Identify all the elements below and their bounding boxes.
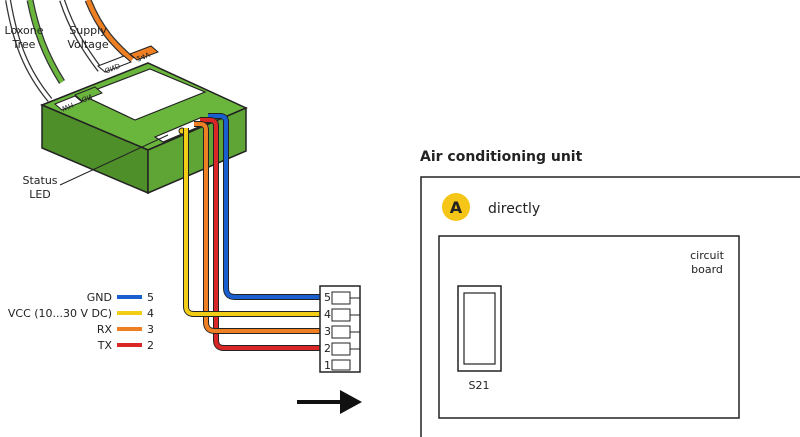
legend-rx-pin: 3 — [147, 323, 154, 336]
terminal-24v: 24V — [129, 45, 159, 63]
supply-voltage-label-1: Supply — [69, 24, 107, 37]
extension-device — [40, 62, 248, 195]
terminal-gn: GN — [74, 86, 103, 104]
circuit-board — [438, 235, 740, 419]
legend-tx-label: TX — [97, 339, 113, 352]
status-led-label-1: Status — [22, 174, 57, 187]
pin-2-label: 2 — [324, 342, 331, 355]
status-led-pointer — [59, 134, 169, 186]
pin-3-label: 3 — [324, 325, 331, 338]
mode-text: directly — [488, 201, 540, 217]
terminal-gnd: GND — [97, 55, 132, 75]
status-led-label-2: LED — [29, 188, 51, 201]
legend-gnd-pin: 5 — [147, 291, 154, 304]
mode-badge-label: A — [450, 198, 463, 217]
ac-unit-title: Air conditioning unit — [420, 149, 583, 165]
pin-1-label: 1 — [324, 359, 331, 372]
legend-vcc-pin: 4 — [147, 307, 154, 320]
legend-tx-pin: 2 — [147, 339, 154, 352]
ac-unit: A directly circuit board S21 — [420, 176, 800, 437]
legend-vcc-label: VCC (10...30 V DC) — [8, 307, 112, 320]
terminal-wh-label: WH — [60, 101, 74, 113]
loxone-tree-cable — [5, 0, 65, 102]
terminal-wh: WH — [54, 95, 83, 113]
supply-voltage-cable — [59, 0, 135, 72]
wire-tx — [200, 117, 322, 351]
right-arrow-icon — [297, 390, 362, 414]
pin-4-label: 4 — [324, 308, 331, 321]
wire-vcc — [183, 128, 322, 317]
circuit-board-label-2: board — [691, 263, 723, 276]
circuit-board-label-1: circuit — [690, 249, 724, 262]
loxone-tree-label-2: Tree — [12, 38, 36, 51]
legend-gnd-label: GND — [87, 291, 112, 304]
supply-voltage-label-2: Voltage — [67, 38, 108, 51]
terminal-gn-label: GN — [80, 92, 93, 103]
s21-label: S21 — [469, 379, 490, 392]
pin-5-label: 5 — [324, 291, 331, 304]
legend-rx-label: RX — [97, 323, 113, 336]
wire-gnd — [208, 113, 322, 300]
mode-badge — [442, 193, 470, 221]
wire-legend: GND 5 VCC (10...30 V DC) 4 RX 3 TX 2 — [8, 291, 154, 352]
connector: 5 4 3 2 1 — [319, 285, 361, 373]
loxone-tree-label-1: Loxone — [5, 24, 44, 37]
wire-rx — [194, 121, 322, 334]
